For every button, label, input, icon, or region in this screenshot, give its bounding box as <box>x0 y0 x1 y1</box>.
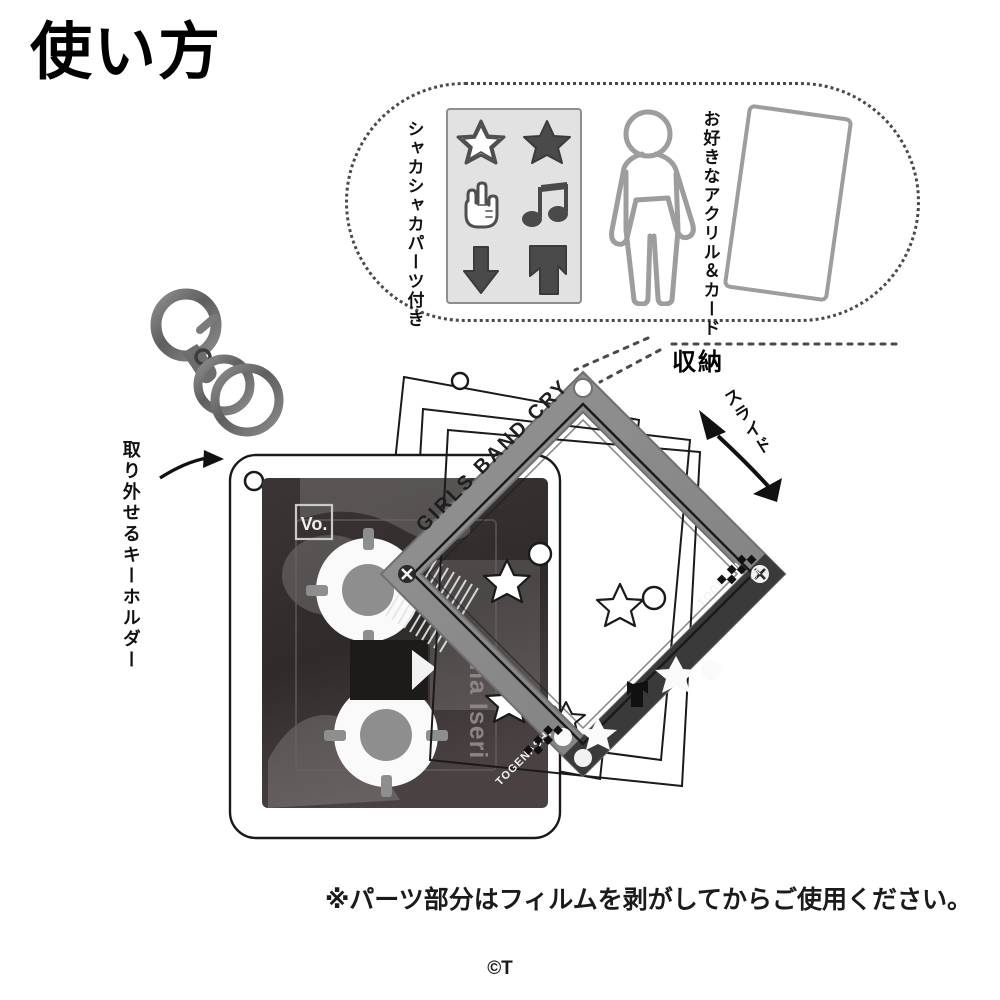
part-lightning-bolt-solid <box>519 241 575 299</box>
part-star-outline <box>453 113 509 171</box>
cassette-tape-artwork: Vo. Tina Iseri <box>262 478 548 808</box>
mounted-star-2 <box>579 718 617 750</box>
mounted-bolt <box>627 681 648 707</box>
acrylic-card-label: お好きなアクリル＆カード <box>700 110 720 338</box>
frame-rivets <box>398 565 769 767</box>
slide-direction-arrow <box>699 410 782 502</box>
vocal-badge: Vo. <box>294 503 334 541</box>
part-star-solid <box>519 113 575 171</box>
shaka-parts-sheet <box>446 108 582 304</box>
detachable-keyholder-icon <box>150 288 284 437</box>
part-down-arrow-solid <box>453 241 509 299</box>
mounted-dot-1 <box>701 660 721 680</box>
parts-sheet-label: シャカシャカパーツ付き <box>404 120 424 329</box>
mounted-star-1 <box>655 656 697 693</box>
part-rock-hand-outline <box>453 177 509 235</box>
vocal-badge-text: Vo. <box>301 514 328 534</box>
storage-callout-label: 収納 <box>672 349 724 376</box>
page-title: 使い方 <box>30 18 223 87</box>
human-figure-icon <box>609 109 696 306</box>
part-music-note-solid <box>519 177 575 235</box>
copyright-line: ©T <box>487 958 513 979</box>
keyholder-attach-arrow <box>159 450 224 480</box>
keyholder-callout-label: 取り外せるキーホルダー <box>120 440 141 671</box>
usage-note: ※パーツ部分はフィルムを剥がしてからご使用ください。 <box>324 886 972 914</box>
star-cutout-3 <box>595 582 645 628</box>
star-cutout-1 <box>482 558 532 604</box>
